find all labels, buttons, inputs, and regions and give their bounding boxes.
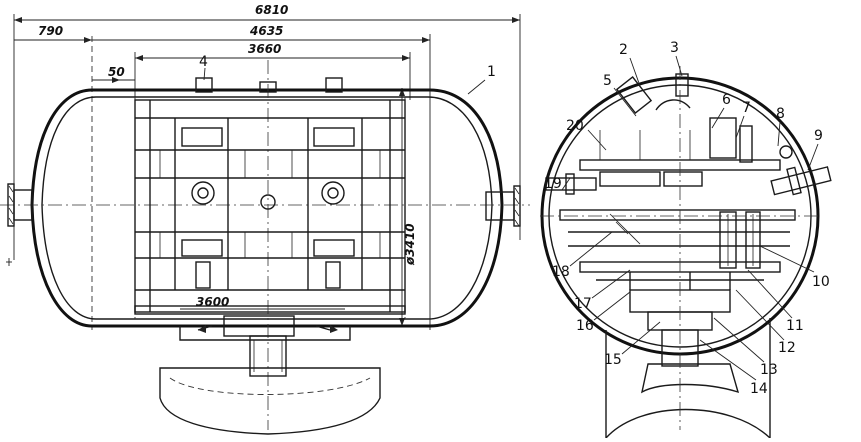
callout-4: 4 (199, 54, 208, 70)
dim-inner-span: 3660 (248, 42, 281, 56)
section-leaders (561, 55, 819, 381)
cross-section-view: 2 3 5 6 7 8 9 10 11 12 13 14 15 16 17 18… (540, 40, 832, 439)
callout-19: 19 (544, 176, 562, 192)
vessel-shell-inner (41, 96, 493, 320)
right-end-nozzle (485, 185, 521, 227)
callout-7: 7 (742, 100, 751, 116)
section-internals (559, 117, 796, 290)
vessel-shell (30, 88, 504, 328)
callout-18: 18 (552, 264, 570, 280)
section-support (605, 289, 771, 439)
dim-offset-left: 790 (38, 24, 63, 38)
callout-17: 17 (574, 296, 592, 312)
support-saddle (159, 315, 381, 435)
callout-20: 20 (566, 118, 584, 134)
callout-2: 2 (619, 42, 628, 58)
dim-diameter: ø3410 (403, 223, 417, 266)
callout-6: 6 (722, 92, 731, 108)
dim-overall-length: 6810 (255, 3, 288, 17)
callout-9: 9 (814, 128, 823, 144)
callout-3: 3 (670, 40, 679, 56)
internal-module (134, 99, 406, 315)
section-top-nozzles (615, 73, 691, 114)
section-callouts: 2 3 5 6 7 8 9 10 11 12 13 14 15 16 17 18… (544, 40, 830, 397)
callout-16: 16 (576, 318, 594, 334)
callout-14: 14 (750, 381, 768, 397)
callout-10: 10 (812, 274, 830, 290)
callout-11: 11 (786, 318, 804, 334)
dim-offset-small: 50 (108, 65, 125, 79)
callout-5: 5 (603, 73, 612, 89)
dim-bottom-span: 3600 (196, 295, 229, 309)
side-view: 6810 4635 790 3660 50 ø3410 3600 (0, 3, 530, 435)
callout-15: 15 (604, 352, 622, 368)
saddle-base (159, 367, 381, 435)
callout-8: 8 (776, 106, 785, 122)
top-nozzles (195, 77, 343, 93)
dimension-lines (13, 14, 521, 330)
side-callouts: 1 4 (199, 54, 496, 95)
left-end-nozzle (6, 183, 33, 266)
callout-1: 1 (487, 64, 496, 80)
callout-12: 12 (778, 340, 796, 356)
callout-13: 13 (760, 362, 778, 378)
dim-span-a: 4635 (249, 24, 283, 38)
dimension-labels: 6810 4635 790 3660 50 ø3410 3600 (38, 3, 417, 309)
